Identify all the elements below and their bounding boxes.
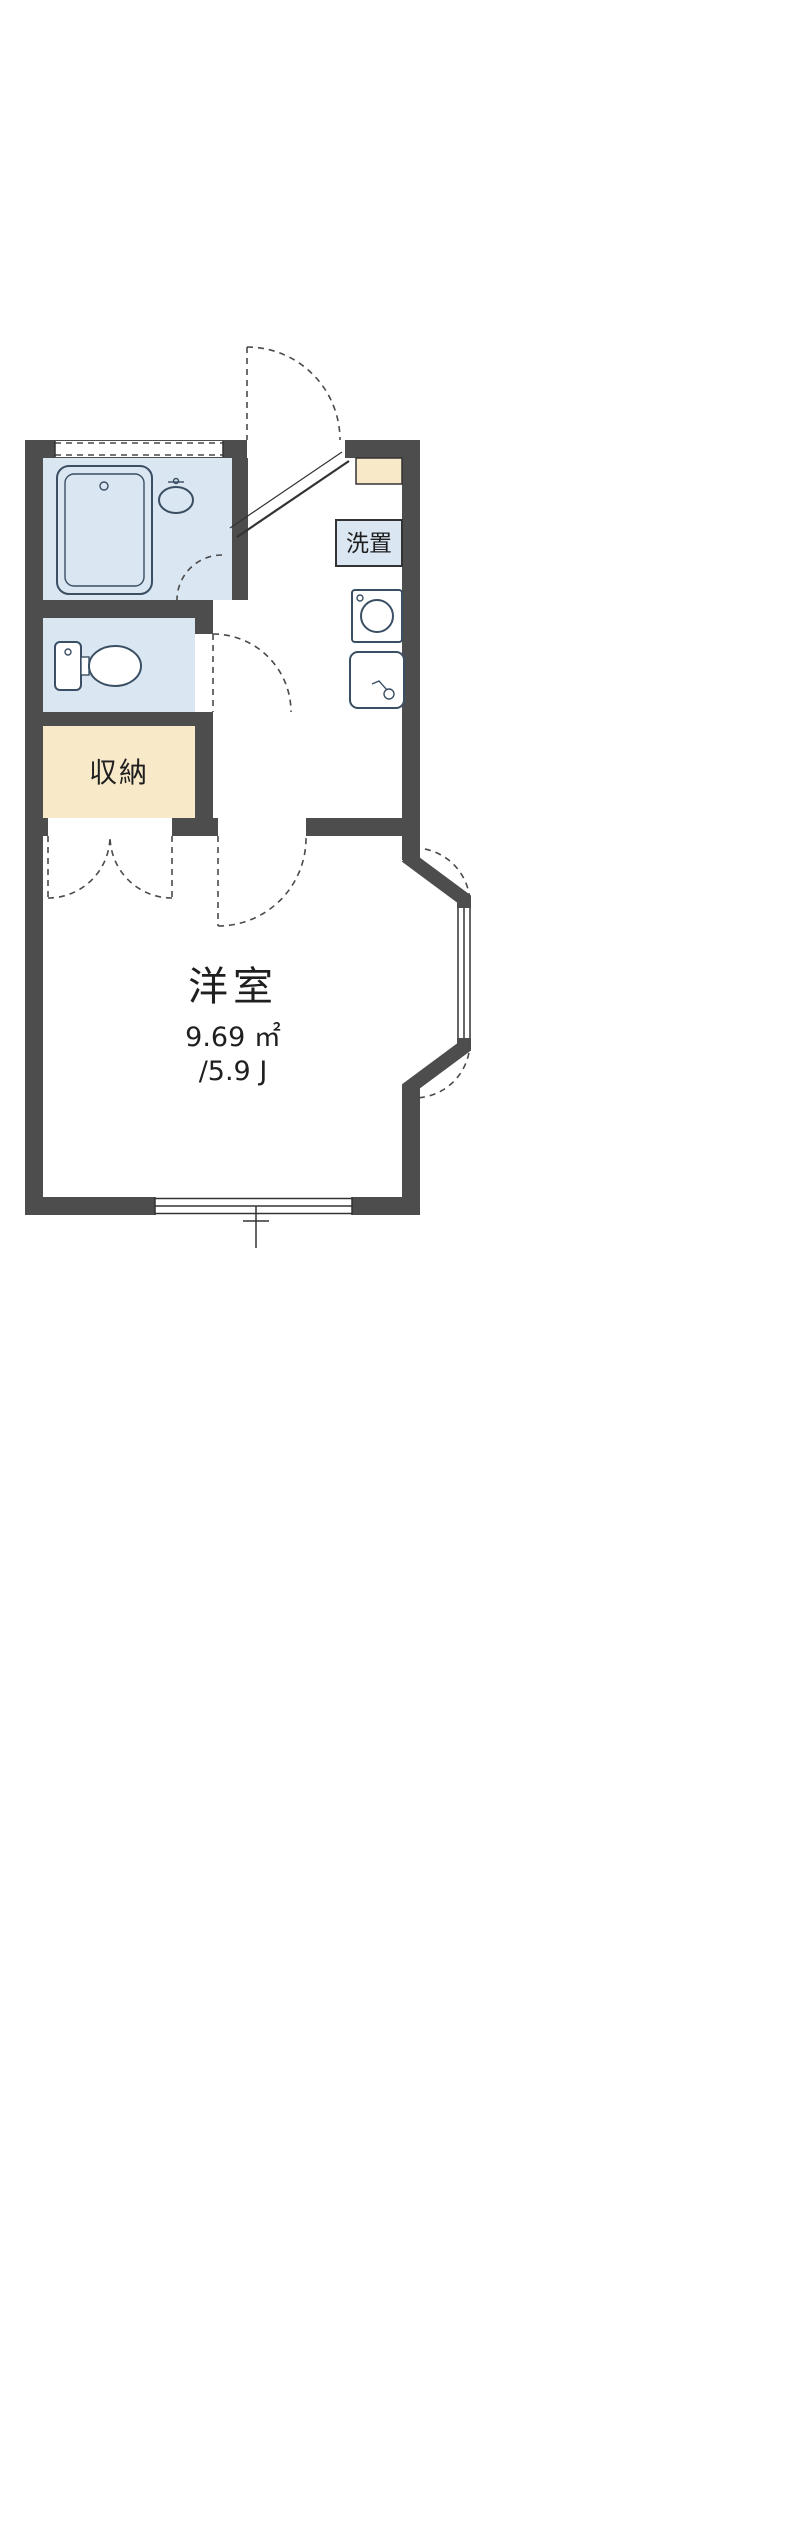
bathroom-window	[54, 441, 224, 457]
bottom-window	[154, 1197, 353, 1215]
room-door-swing	[217, 835, 307, 927]
washbasin-icon	[158, 477, 194, 514]
main-room-label: 洋室	[188, 964, 278, 1010]
laundry-space-box	[335, 519, 403, 567]
wall-bathroom-divider	[232, 458, 248, 600]
bay-casement-swing-top	[413, 847, 471, 905]
bay-casement-swing-bottom	[413, 1041, 471, 1099]
main-room-area-jo: /5.9 J	[199, 1056, 268, 1087]
wall-toilet-right-stub	[195, 618, 213, 634]
wall-bathroom-bottom	[43, 600, 213, 618]
wall-storage-right	[195, 726, 213, 818]
shoe-cabinet-box	[355, 457, 403, 485]
main-room-area-m2: 9.69 ㎡	[185, 1022, 281, 1053]
bottom-center-mark	[243, 1206, 269, 1248]
door-swings	[47, 346, 471, 1099]
bay-window-glazing	[456, 908, 472, 1038]
entrance-door-swing	[246, 346, 341, 441]
wall-toilet-storage	[43, 712, 213, 726]
wall-bottom-left	[25, 1197, 155, 1215]
closet-door-swing-left	[47, 835, 111, 899]
wall-right-upper	[402, 440, 420, 860]
bathroom-area	[43, 458, 232, 600]
wall-mid-center	[172, 818, 218, 836]
entrance-step	[229, 451, 350, 538]
storage-area	[43, 726, 195, 818]
kitchen-sink-icon	[349, 651, 405, 709]
wall-mid-left	[25, 818, 48, 836]
bay-window-wall	[401, 850, 471, 1096]
storage-label: 収納	[89, 756, 149, 789]
washing-machine-icon	[351, 589, 403, 643]
wall-right-lower	[402, 1085, 420, 1215]
windows	[54, 441, 472, 1215]
wall-top-right	[345, 440, 420, 458]
laundry-label: 洗置	[346, 531, 392, 557]
wall-bottom-right	[352, 1197, 420, 1215]
bathtub-icon	[56, 465, 153, 595]
wall-mid-right	[306, 818, 420, 836]
bathroom-door-swing	[176, 554, 223, 601]
toilet-icon	[54, 641, 142, 691]
closet-door-swing-right	[109, 835, 173, 899]
toilet-door-swing	[212, 633, 292, 713]
